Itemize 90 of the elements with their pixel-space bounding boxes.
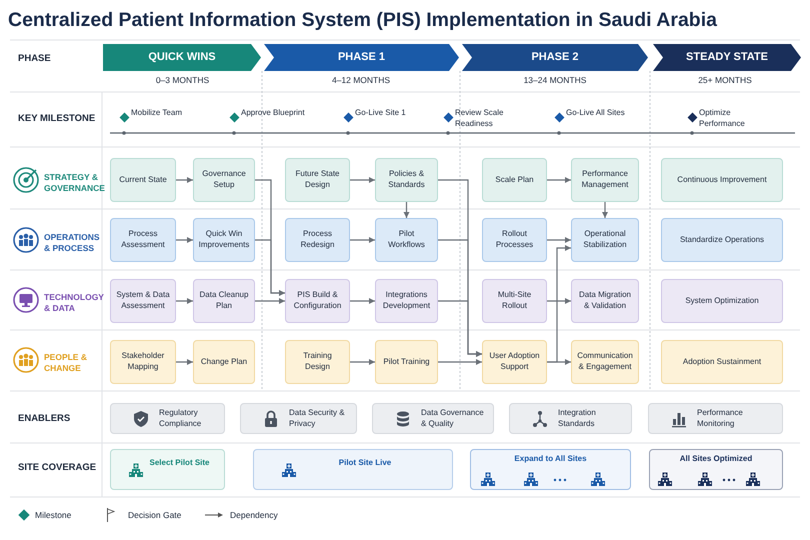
task-box: Communication & Engagement <box>571 340 639 384</box>
task-box: Governance Setup <box>193 158 255 202</box>
task-box: Change Plan <box>193 340 255 384</box>
enabler-card <box>372 403 494 434</box>
dependency-arrow <box>547 298 571 304</box>
task-box: Data Cleanup Plan <box>193 279 255 323</box>
site-card <box>649 449 783 490</box>
dependency-arrow <box>255 298 285 304</box>
enabler-text: Regulatory Compliance <box>159 408 202 430</box>
enabler-card <box>648 403 783 434</box>
task-box: Pilot Training <box>375 340 438 384</box>
title: Centralized Patient Information System (PIS) Implementation in Saudi Arabia <box>8 9 717 32</box>
row-label: ENABLERS <box>18 413 70 424</box>
dependency-arrow <box>602 202 608 218</box>
row-label: PHASE <box>18 53 51 64</box>
milestone-label: Go-Live All Sites <box>566 107 626 118</box>
task-box: Training Design <box>285 340 350 384</box>
task-box: Integrations Development <box>375 279 438 323</box>
enabler-text: Performance Monitoring <box>697 408 744 430</box>
site-card <box>470 449 631 490</box>
site-text: Pilot Site Live <box>338 458 392 469</box>
milestone-label: Go-Live Site 1 <box>355 107 407 118</box>
phase-banner: PHASE 2 <box>462 44 648 71</box>
dependency-arrow <box>176 298 193 304</box>
task-box: Operational Stabilization <box>571 218 639 262</box>
enabler-text: Data Security & Privacy <box>289 408 346 430</box>
site-card <box>110 449 225 490</box>
task-box: PIS Build & Configuration <box>285 279 350 323</box>
dependency-arrow <box>176 359 193 365</box>
milestone-label: Approve Blueprint <box>241 107 306 118</box>
dependency-arrow <box>404 202 410 218</box>
task-box: Future State Design <box>285 158 350 202</box>
task-box: Quick Win Improvements <box>193 218 255 262</box>
task-box: Process Assessment <box>110 218 176 262</box>
dependency-arrow <box>350 237 375 243</box>
lane-label: PEOPLE & CHANGE <box>44 352 88 375</box>
dependency-arrow <box>438 359 482 365</box>
dependency-arrow <box>176 177 193 183</box>
site-text: Expand to All Sites <box>514 454 587 465</box>
enabler-text: Data Governance & Quality <box>421 408 485 430</box>
task-box: Stakeholder Mapping <box>110 340 176 384</box>
lane-label: TECHNOLOGY & DATA <box>44 292 104 315</box>
task-box: User Adoption Support <box>482 340 547 384</box>
lane-label: OPERATIONS & PROCESS <box>44 232 101 255</box>
task-box: Current State <box>110 158 176 202</box>
task-box: Process Redesign <box>285 218 350 262</box>
task-box: Scale Plan <box>482 158 547 202</box>
enabler-card <box>509 403 632 434</box>
duration-label: 25+ MONTHS <box>697 75 753 85</box>
enabler-card <box>240 403 357 434</box>
task-box: Policies & Standards <box>375 158 438 202</box>
dependency-arrow <box>176 237 193 243</box>
dependency-arrow <box>255 239 285 296</box>
duration-label: 0–3 MONTHS <box>154 75 210 85</box>
milestone-label: Optimize Performance <box>699 107 746 130</box>
enabler-text: Integration Standards <box>558 408 597 430</box>
legend-label: Dependency <box>230 510 278 520</box>
site-text: Select Pilot Site <box>149 458 210 469</box>
row-label: SITE COVERAGE <box>18 462 96 473</box>
task-box: Standardize Operations <box>661 218 783 262</box>
task-box: System & Data Assessment <box>110 279 176 323</box>
milestone-label: Review Scale Readiness <box>455 107 504 130</box>
site-card <box>253 449 453 490</box>
site-text: All Sites Optimized <box>680 454 752 465</box>
task-box: Data Migration & Validation <box>571 279 639 323</box>
phase-banner: QUICK WINS <box>103 44 261 71</box>
legend-label: Milestone <box>35 510 72 520</box>
task-box: Adoption Sustainment <box>661 340 783 384</box>
legend-label: Decision Gate <box>128 510 182 520</box>
duration-label: 4–12 MONTHS <box>330 75 392 85</box>
task-box: Pilot Workflows <box>375 218 438 262</box>
row-label: KEY MILESTONE <box>18 113 96 124</box>
dependency-arrow <box>547 237 571 243</box>
enabler-card <box>110 403 225 434</box>
milestone-label: Mobilize Team <box>131 107 183 118</box>
dependency-arrow <box>350 359 375 365</box>
task-box: Performance Management <box>571 158 639 202</box>
phase-banner: PHASE 1 <box>264 44 459 71</box>
task-box: Continuous Improvement <box>661 158 783 202</box>
phase-banner: STEADY STATE <box>653 44 801 71</box>
dependency-arrow <box>438 300 482 357</box>
dependency-arrow <box>350 298 375 304</box>
task-box: Multi-Site Rollout <box>482 279 547 323</box>
task-box: Rollout Processes <box>482 218 547 262</box>
task-box: System Optimization <box>661 279 783 323</box>
dependency-arrow <box>350 177 375 183</box>
lane-label: STRATEGY & GOVERNANCE <box>44 172 104 195</box>
dependency-arrow <box>547 177 571 183</box>
duration-label: 13–24 MONTHS <box>522 75 588 85</box>
dependency-arrow <box>547 245 571 363</box>
